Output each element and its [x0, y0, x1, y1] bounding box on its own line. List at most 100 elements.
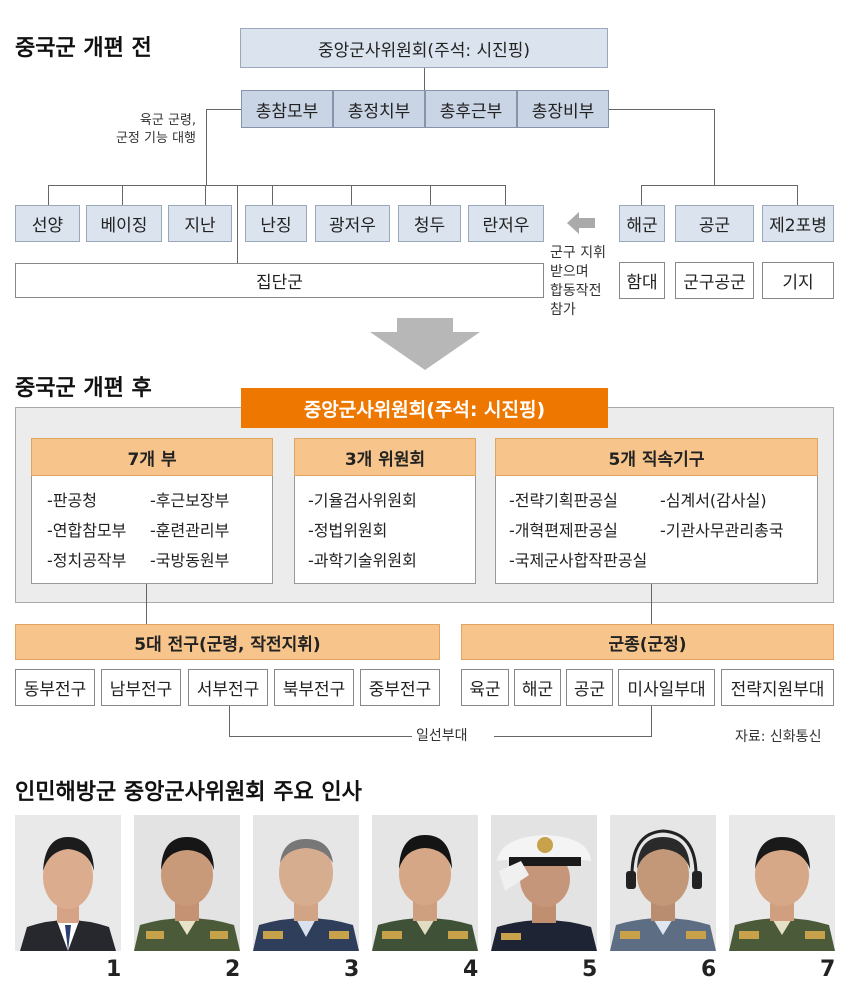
portrait-2: [134, 815, 240, 951]
service-after-box-1: 육군: [461, 669, 509, 706]
region-box-3: 지난: [168, 205, 232, 242]
theater-box-2: 남부전구: [101, 669, 181, 706]
portrait-number-4: 4: [463, 957, 479, 982]
portrait-5: [491, 815, 597, 951]
portrait-1: [15, 815, 121, 951]
personnel-title: 인민해방군 중앙군사위원회 주요 인사: [15, 780, 362, 805]
arrow-left-icon: [567, 212, 595, 234]
depts-list-right: -후근보장부 -훈련관리부 -국방동원부: [150, 486, 229, 576]
connector: [797, 185, 798, 205]
connector: [641, 185, 798, 186]
service-unit-box-1: 함대: [619, 262, 665, 299]
service-after-box-4: 미사일부대: [618, 669, 715, 706]
connector: [237, 185, 238, 263]
committees-header: 3개 위원회: [294, 438, 476, 476]
connector: [505, 185, 506, 205]
connector: [206, 109, 241, 110]
agency-item: -기관사무관리총국: [660, 521, 784, 540]
dept-box-1: 총참모부: [241, 90, 333, 128]
connector: [424, 68, 425, 90]
portrait-number-6: 6: [701, 957, 717, 982]
after-title: 중국군 개편 후: [15, 376, 152, 401]
depts-list-left: -판공청 -연합참모부 -정치공작부: [47, 486, 126, 576]
connector: [48, 185, 49, 205]
agencies-list-left: -전략기획판공실 -개혁편제판공실 -국제군사합작판공실: [509, 486, 647, 576]
army-note-line-1: 육군 군령,: [139, 113, 196, 128]
service-after-box-5: 전략지원부대: [721, 669, 834, 706]
committee-item: -정법위원회: [308, 521, 388, 540]
service-unit-box-2: 군구공군: [675, 262, 754, 299]
connector: [229, 736, 412, 737]
portrait-number-1: 1: [106, 957, 122, 982]
connector: [272, 185, 273, 205]
connector: [651, 584, 652, 624]
portrait-number-3: 3: [344, 957, 360, 982]
connector: [351, 185, 352, 205]
region-box-4: 난징: [245, 205, 307, 242]
agency-item: -개혁편제판공실: [509, 521, 618, 540]
portrait-number-7: 7: [820, 957, 836, 982]
service-after-box-3: 공군: [566, 669, 613, 706]
portrait-6: [610, 815, 716, 951]
dept-box-3: 총후근부: [425, 90, 517, 128]
services-header: 군종(군정): [461, 624, 834, 660]
dept-item: -연합참모부: [47, 521, 127, 540]
connector: [229, 706, 230, 736]
service-box-3: 제2포병: [762, 205, 834, 242]
connector: [651, 706, 652, 737]
connector: [205, 185, 206, 205]
theater-box-1: 동부전구: [15, 669, 95, 706]
portrait-4: [372, 815, 478, 951]
connector: [714, 109, 715, 185]
arrow-down-icon: [370, 318, 480, 370]
connector: [48, 185, 506, 186]
region-box-2: 베이징: [86, 205, 162, 242]
region-box-1: 선양: [15, 205, 80, 242]
service-after-box-2: 해군: [514, 669, 561, 706]
agencies-header: 5개 직속기구: [495, 438, 818, 476]
dept-box-4: 총장비부: [517, 90, 609, 128]
connector: [609, 109, 714, 110]
committee-item: -기율검사위원회: [308, 491, 417, 510]
dept-item: -훈련관리부: [150, 521, 230, 540]
region-box-7: 란저우: [468, 205, 544, 242]
connector: [206, 109, 207, 185]
theater-box-4: 북부전구: [274, 669, 354, 706]
theater-header: 5대 전구(군령, 작전지휘): [15, 624, 440, 660]
group-army-box: 집단군: [15, 263, 544, 298]
committee-item: -과학기술위원회: [308, 551, 417, 570]
connector: [146, 584, 147, 624]
portrait-number-5: 5: [582, 957, 598, 982]
army-note-line-2: 군정 기능 대행: [115, 131, 196, 146]
before-cmc-box: 중앙군사위원회(주석: 시진핑): [240, 28, 608, 68]
service-box-2: 공군: [675, 205, 754, 242]
region-box-6: 청두: [398, 205, 461, 242]
connector: [641, 185, 642, 205]
after-cmc-box: 중앙군사위원회(주석: 시진핑): [241, 388, 608, 428]
committees-list: -기율검사위원회 -정법위원회 -과학기술위원회: [308, 486, 417, 576]
service-box-1: 해군: [619, 205, 665, 242]
portrait-number-2: 2: [225, 957, 241, 982]
agencies-list-right: -심계서(감사실) -기관사무관리총국: [660, 486, 784, 546]
joint-note-line-1: 군구 지휘: [550, 245, 606, 261]
dept-item: -정치공작부: [47, 551, 127, 570]
agency-item: -심계서(감사실): [660, 491, 767, 510]
before-title: 중국군 개편 전: [15, 36, 152, 61]
connector: [430, 185, 431, 205]
dept-item: -판공청: [47, 491, 97, 510]
service-unit-box-3: 기지: [762, 262, 834, 299]
connector: [122, 185, 123, 205]
joint-note-line-2: 받으며: [550, 264, 589, 280]
region-box-5: 광저우: [315, 205, 390, 242]
source-label: 자료: 신화통신: [735, 729, 822, 745]
joint-note-line-3: 합동작전: [550, 283, 602, 299]
theater-box-3: 서부전구: [188, 669, 268, 706]
dept-item: -후근보장부: [150, 491, 230, 510]
joint-note-line-4: 참가: [550, 302, 576, 318]
connector: [494, 736, 652, 737]
dept-box-2: 총정치부: [333, 90, 425, 128]
joint-note: 군구 지휘 받으며 합동작전 참가: [550, 244, 606, 320]
theater-box-5: 중부전구: [360, 669, 440, 706]
portrait-7: [729, 815, 835, 951]
frontline-label: 일선부대: [416, 728, 468, 744]
